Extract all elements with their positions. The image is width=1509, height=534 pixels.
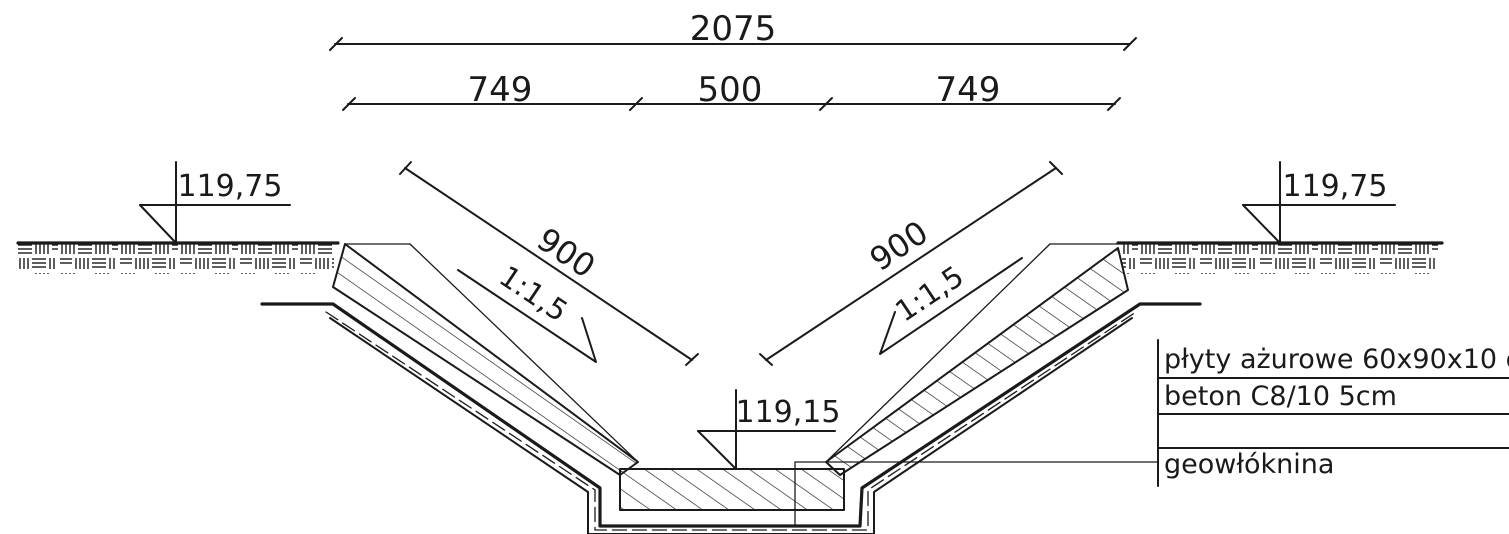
dimension-right-slope-width-label: 749 [936,70,1001,110]
dimension-total-width: 2075 [329,9,1137,51]
legend-item-concrete-bedding: beton C8/10 5cm [1164,381,1397,412]
geotextile-layer [325,311,1137,531]
dimension-right-slope-length-label: 900 [863,213,935,279]
elevation-marker-left-label: 119,75 [178,169,283,204]
elevation-marker-right-label: 119,75 [1283,169,1388,204]
dimension-total-width-label: 2075 [690,9,777,49]
legend-item-open-grid-slabs: płyty ażurowe 60x90x10 cm [1164,344,1509,375]
slope-reference-lines [344,243,1119,463]
dimension-bottom-width-label: 500 [698,70,763,110]
elevation-marker-bottom: 119,15 [697,389,841,470]
open-grid-slab-bottom [619,468,845,511]
legend-leader [794,461,1159,527]
layer-legend: płyty ażurowe 60x90x10 cm beton C8/10 5c… [1157,339,1509,487]
open-grid-slab-right [825,247,1129,476]
dimension-segments: 749 500 749 [342,70,1121,111]
legend-item-geotextile: geowłóknina [1164,449,1334,480]
ground-surface-right [1116,241,1444,274]
elevation-marker-bottom-label: 119,15 [736,395,841,430]
ground-surface-left [16,241,340,274]
concrete-bedding-outline [260,302,1202,534]
elevation-marker-right: 119,75 [1242,161,1396,244]
elevation-marker-left: 119,75 [139,161,291,244]
dimension-left-slope-width-label: 749 [468,70,533,110]
